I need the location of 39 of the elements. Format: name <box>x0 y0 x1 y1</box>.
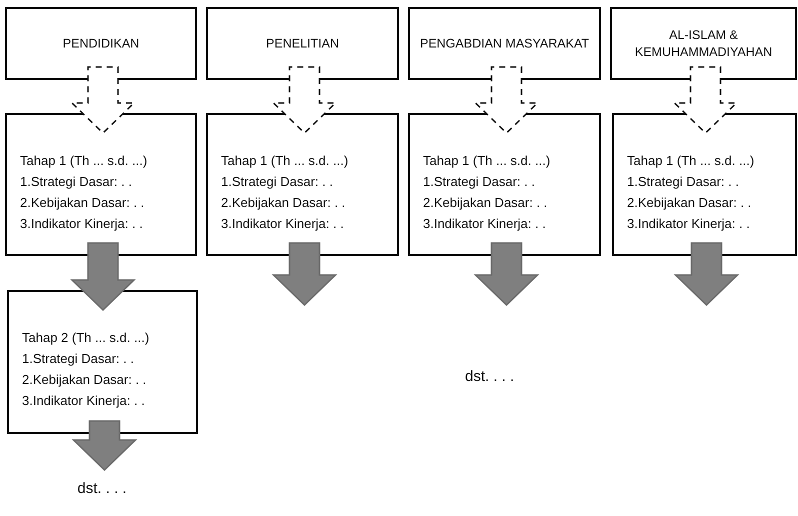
continuation-text: dst. . . . <box>465 368 514 385</box>
category-title: PENELITIAN <box>265 35 340 52</box>
stage-item: 1.Strategi Dasar: . . <box>20 173 132 191</box>
stage-heading: Tahap 1 (Th ... s.d. ...) <box>627 152 754 170</box>
category-title: PENDIDIKAN <box>62 35 140 52</box>
category-box <box>610 7 797 80</box>
block-arrow <box>272 242 338 306</box>
block-arrow <box>70 242 136 312</box>
stage-item: 1.Strategi Dasar: . . <box>627 173 739 191</box>
stage-item: 3.Indikator Kinerja: . . <box>20 215 143 233</box>
stage-item: 3.Indikator Kinerja: . . <box>423 215 546 233</box>
stage-item: 2.Kebijakan Dasar: . . <box>221 194 346 212</box>
stage-heading: Tahap 1 (Th ... s.d. ...) <box>20 152 148 170</box>
stage-item: 2.Kebijakan Dasar: . . <box>20 194 144 212</box>
category-box <box>408 7 601 80</box>
category-box <box>206 7 399 80</box>
stage-item: 2.Kebijakan Dasar: . . <box>627 194 752 212</box>
stage-item: 1.Strategi Dasar: . . <box>221 173 333 191</box>
stage-box <box>5 113 197 256</box>
category-title: PENGABDIAN MASYARAKAT <box>418 35 590 52</box>
block-arrow <box>674 242 740 306</box>
stage-box <box>612 113 797 256</box>
stage-heading: Tahap 1 (Th ... s.d. ...) <box>221 152 348 170</box>
stage-item: 3.Indikator Kinerja: . . <box>627 215 750 233</box>
stage-heading: Tahap 1 (Th ... s.d. ...) <box>423 152 550 170</box>
stage-item: 3.Indikator Kinerja: . . <box>221 215 344 233</box>
stage-item: 3.Indikator Kinerja: . . <box>22 392 145 410</box>
category-title: AL-ISLAM & KEMUHAMMADIYAHAN <box>634 26 774 60</box>
stage-item: 2.Kebijakan Dasar: . . <box>22 371 146 389</box>
stage-item: 1.Strategi Dasar: . . <box>423 173 535 191</box>
stage-item: 1.Strategi Dasar: . . <box>22 350 134 368</box>
stage-heading: Tahap 2 (Th ... s.d. ...) <box>22 329 150 347</box>
block-arrow <box>72 420 138 472</box>
block-arrow <box>474 242 540 306</box>
category-box <box>5 7 197 80</box>
stage-box <box>206 113 399 256</box>
stage-box <box>7 290 198 434</box>
stage-box <box>408 113 601 256</box>
stage-item: 2.Kebijakan Dasar: . . <box>423 194 548 212</box>
